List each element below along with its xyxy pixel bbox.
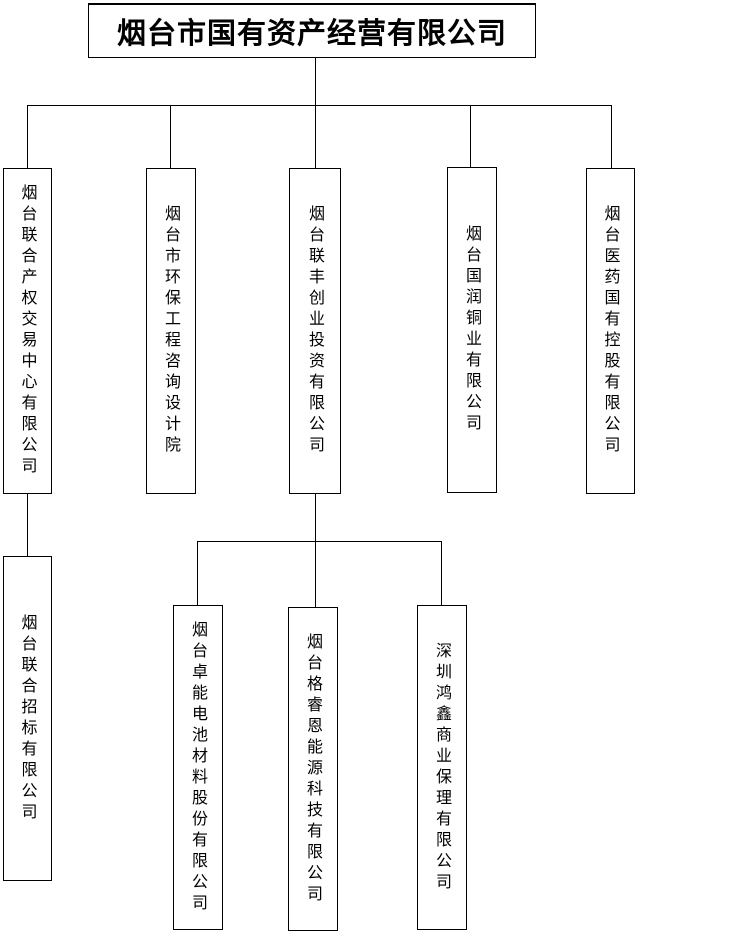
connector [441,541,442,605]
connector [197,541,442,542]
node-label: 烟台格睿恩能源科技有限公司 [304,632,323,906]
node-hongxin-factoring: 深圳鸿鑫商业保理有限公司 [417,605,467,930]
connector [470,105,471,167]
node-label: 烟台联合产权交易中心有限公司 [18,184,38,478]
node-guorun-copper: 烟台国润铜业有限公司 [447,167,497,493]
root-node: 烟台市国有资产经营有限公司 [88,3,536,58]
connector [27,105,28,168]
node-zhuoneng-battery: 烟台卓能电池材料股份有限公司 [173,605,223,930]
node-label: 烟台联丰创业投资有限公司 [306,205,325,457]
node-label: 烟台国润铜业有限公司 [463,225,482,435]
node-environmental-institute: 烟台市环保工程咨询设计院 [146,168,196,494]
node-joint-bidding: 烟台联合招标有限公司 [3,556,52,881]
node-label: 烟台卓能电池材料股份有限公司 [189,620,208,915]
connector [197,541,198,605]
node-label: 深圳鸿鑫商业保理有限公司 [433,641,452,894]
connector [611,105,612,168]
node-label: 烟台市环保工程咨询设计院 [162,205,181,457]
node-lianfeng-investment: 烟台联丰创业投资有限公司 [289,168,341,494]
node-gerui-energy: 烟台格睿恩能源科技有限公司 [288,607,338,931]
node-pharma-holding: 烟台医药国有控股有限公司 [586,168,635,494]
node-label: 烟台联合招标有限公司 [18,613,38,824]
root-label: 烟台市国有资产经营有限公司 [116,16,507,50]
connector [315,541,316,607]
node-exchange-center: 烟台联合产权交易中心有限公司 [3,168,52,494]
connector [170,105,171,168]
connector [315,105,316,168]
connector [315,57,316,105]
node-label: 烟台医药国有控股有限公司 [601,205,621,457]
connector [27,493,28,556]
connector [315,493,316,541]
connector [27,105,612,106]
